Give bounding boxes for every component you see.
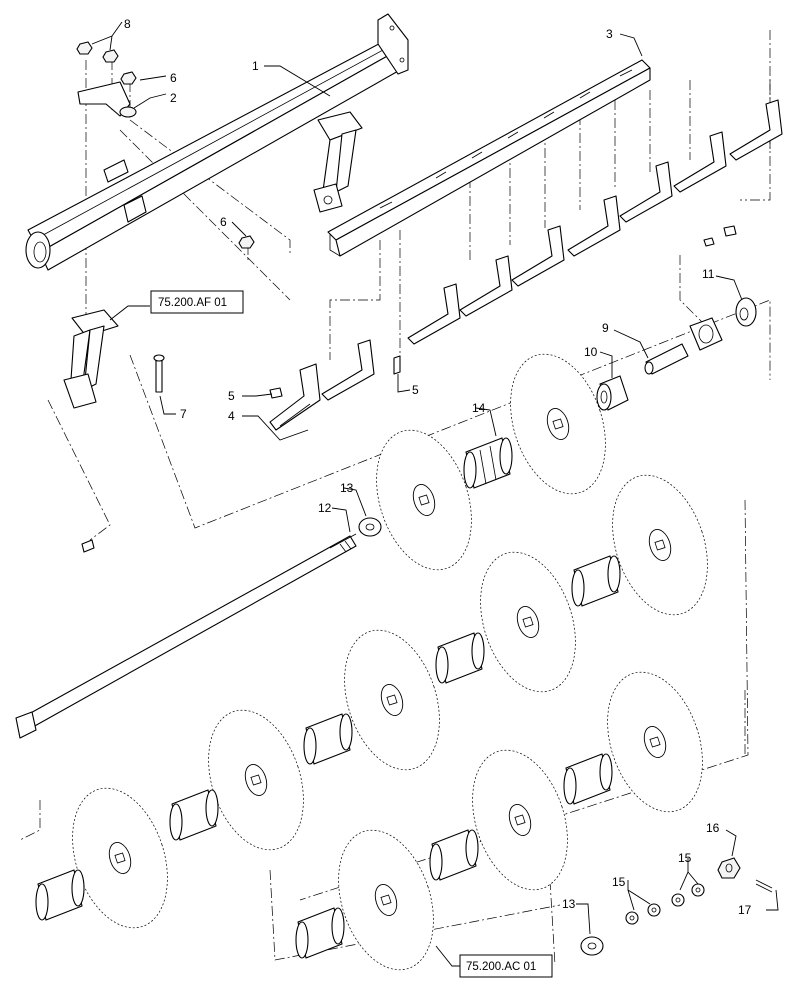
bearing-flange — [689, 317, 723, 351]
washers — [358, 517, 705, 956]
callout-11: 11 — [702, 267, 715, 281]
cotter-pin — [755, 879, 773, 893]
mounting-arm-left — [63, 309, 119, 409]
bearing — [596, 375, 629, 411]
scrapers — [269, 99, 783, 431]
callout-labels: 1 2 3 4 5 5 6 6 7 8 9 10 11 12 13 13 14 … — [124, 17, 752, 917]
callout-7: 7 — [180, 407, 187, 421]
callout-5-right: 5 — [412, 383, 419, 397]
shaft-spacer — [644, 343, 689, 375]
reference-box-ac[interactable]: 75.200.AC 01 — [459, 954, 553, 978]
callout-17: 17 — [738, 903, 752, 917]
callout-6-mid: 6 — [220, 215, 227, 229]
callout-13-top: 13 — [340, 481, 354, 495]
reference-box-af[interactable]: 75.200.AF 01 — [150, 290, 244, 314]
callout-12: 12 — [318, 501, 332, 515]
callout-14: 14 — [472, 401, 486, 415]
callout-2: 2 — [170, 91, 177, 105]
mounting-arm-center — [313, 111, 363, 213]
callout-6-top: 6 — [170, 71, 177, 85]
callout-5-left: 5 — [228, 389, 235, 403]
callout-13-bottom: 13 — [562, 897, 576, 911]
castle-nut — [717, 857, 741, 879]
bolts — [81, 225, 737, 553]
reference-label-ac: 75.200.AC 01 — [466, 961, 536, 973]
discs — [72, 353, 708, 971]
callout-8: 8 — [124, 17, 131, 31]
leader-lines — [91, 21, 779, 967]
callout-4: 4 — [228, 409, 235, 423]
callout-15-right: 15 — [678, 851, 692, 865]
clamp-bracket — [77, 81, 137, 118]
nuts — [76, 41, 255, 249]
reference-label-af: 75.200.AF 01 — [158, 297, 227, 309]
spools — [35, 437, 621, 959]
callout-16: 16 — [706, 821, 720, 835]
callout-1: 1 — [252, 59, 259, 73]
bearing-cap — [735, 297, 757, 327]
scraper-bar — [327, 59, 651, 257]
gang-axle — [15, 533, 357, 739]
scraper-bar-slots — [379, 69, 633, 209]
callout-9: 9 — [602, 321, 609, 335]
main-beam — [25, 13, 409, 271]
callout-3: 3 — [606, 27, 613, 41]
callout-15-left: 15 — [612, 875, 626, 889]
callout-10: 10 — [584, 345, 598, 359]
